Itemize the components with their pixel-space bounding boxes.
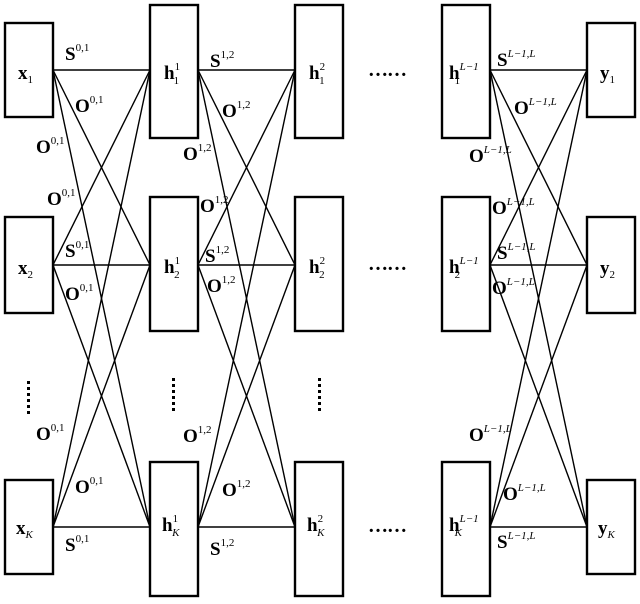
weight-label-o01-low1: O0,1: [36, 422, 65, 445]
weight-label-s12-mid: S1,2: [205, 244, 229, 267]
node-box-xK: [3, 478, 55, 576]
weight-label-sL-bottom: SL−1,L: [497, 530, 536, 553]
edges-layer1-to-layer2: [197, 69, 296, 528]
node-box-h1K: [148, 460, 200, 598]
edges-layerL-to-output: [489, 69, 588, 528]
edge-h12-h21: [197, 69, 296, 266]
edge-h1K-h22: [197, 264, 296, 528]
node-box-hL1: [440, 3, 492, 140]
edge-h1K-h21: [197, 69, 296, 528]
weight-label-o12-top: O1,2: [222, 99, 251, 122]
weight-label-oL-mid3: OL−1,L: [492, 276, 535, 299]
edge-x2-h11: [52, 69, 151, 266]
weight-label-o12-mid3: O1,2: [207, 274, 236, 297]
weight-label-o01-mid2: O0,1: [47, 187, 76, 210]
node-box-x1: [3, 21, 55, 119]
node-box-h12: [148, 195, 200, 333]
ellipsis-row-K: ……: [368, 515, 406, 537]
node-box-h21: [293, 3, 345, 140]
weight-label-sL-top: SL−1,L: [497, 48, 536, 71]
hidden-layer-1: [148, 3, 200, 598]
weight-label-s01-mid: S0,1: [65, 239, 89, 262]
weight-labels-L-1-L: SL−1,L OL−1,L OL−1,L OL−1,L SL−1,L OL−1,…: [469, 48, 557, 553]
edge-hLK-y1: [489, 69, 588, 528]
weight-label-s12-bottom: S1,2: [210, 537, 234, 560]
hidden-layer-2: [293, 3, 345, 598]
ellipsis-row-1: ……: [368, 59, 406, 81]
input-layer: [3, 21, 55, 576]
edge-hL2-y1: [489, 69, 588, 266]
weight-label-o01-top: O0,1: [75, 94, 104, 117]
weight-labels-1-2: S1,2 O1,2 O1,2 O1,2 S1,2 O1,2 O1,2 O1,2 …: [183, 49, 251, 560]
node-box-h11: [148, 3, 200, 140]
weight-label-oL-top: OL−1,L: [514, 96, 557, 119]
node-box-hL2: [440, 195, 492, 333]
node-label-y2: y2: [600, 258, 615, 281]
hidden-layer-L-minus-1: [440, 3, 492, 598]
edge-hLK-y2: [489, 264, 588, 528]
node-box-hLK: [440, 460, 492, 598]
edge-xK-h12: [52, 264, 151, 528]
node-label-x1: x1: [18, 63, 33, 86]
node-label-y1: y1: [600, 63, 615, 86]
weight-label-oL-mid1: OL−1,L: [469, 144, 512, 167]
node-label-yK: yK: [598, 518, 616, 541]
weight-label-s01-bottom: S0,1: [65, 533, 89, 556]
vertical-ellipsis-layer1: [172, 378, 175, 411]
node-box-y2: [585, 215, 637, 315]
weight-label-sL-mid: SL−1,L: [497, 241, 536, 264]
layer-ellipses: …… …… ……: [368, 59, 407, 537]
vertical-ellipsis-layer2: [318, 378, 321, 411]
weight-label-oL-low2: OL−1,L: [503, 482, 546, 505]
weight-label-o12-mid2: O1,2: [200, 194, 229, 217]
edges-input-to-layer1: [52, 69, 151, 528]
weight-label-o01-mid3: O0,1: [65, 282, 94, 305]
weight-label-o12-low2: O1,2: [222, 478, 251, 501]
weight-label-o01-low2: O0,1: [75, 475, 104, 498]
weight-label-o01-mid1: O0,1: [36, 135, 65, 158]
weight-label-oL-low1: OL−1,L: [469, 423, 512, 446]
node-box-h22: [293, 195, 345, 333]
ellipsis-row-2: ……: [368, 253, 406, 275]
output-layer: [585, 21, 637, 576]
weight-label-s01-top: S0,1: [65, 42, 89, 65]
weight-label-o12-low1: O1,2: [183, 424, 212, 447]
node-box-y1: [585, 21, 637, 119]
node-label-x2: x2: [18, 258, 33, 281]
weight-label-s12-top: S1,2: [210, 49, 234, 72]
node-box-x2: [3, 215, 55, 315]
vertical-ellipsis-input: [27, 381, 30, 414]
weight-label-o12-mid1: O1,2: [183, 142, 212, 165]
node-continuation-dots: [27, 378, 321, 414]
node-box-yK: [585, 478, 637, 576]
node-label-xK: xK: [16, 518, 34, 541]
weight-labels-0-1: S0,1 O0,1 O0,1 O0,1 S0,1 O0,1 O0,1 O0,1 …: [36, 42, 104, 556]
node-box-h2K: [293, 460, 345, 598]
weight-label-oL-mid2: OL−1,L: [492, 196, 535, 219]
edge-xK-h11: [52, 69, 151, 528]
